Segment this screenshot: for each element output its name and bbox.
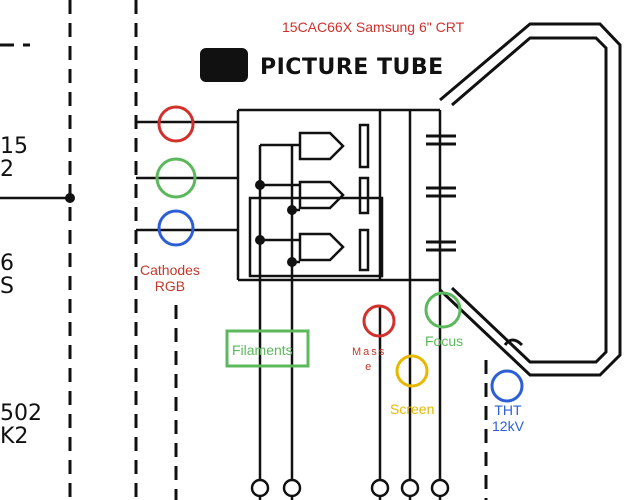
cathode-guns bbox=[298, 123, 370, 272]
cathodes-label: Cathodes RGB bbox=[140, 262, 200, 294]
tht-label-line-2: 12kV bbox=[492, 418, 524, 435]
left-edge-mid-line-2: S bbox=[0, 274, 14, 300]
picture-tube-title: PICTURE TUBE bbox=[260, 55, 444, 80]
focus-marker bbox=[424, 291, 462, 329]
tht-label-line-1: THT bbox=[494, 402, 522, 418]
green-cathode-marker bbox=[155, 157, 197, 199]
redacted-label bbox=[200, 48, 248, 82]
capacitors bbox=[426, 134, 456, 252]
cathodes-label-line-1: Cathodes bbox=[140, 262, 200, 278]
masse-marker bbox=[362, 304, 396, 338]
filaments-label: Filaments bbox=[232, 342, 293, 358]
crt-model-note: 15CAC66X Samsung 6" CRT bbox=[282, 19, 465, 35]
focus-label: Focus bbox=[425, 333, 464, 349]
left-edge-bottom-line-2: K2 bbox=[0, 424, 29, 450]
left-edge-top-line-2: 2 bbox=[0, 157, 14, 183]
left-edge-bottom-line-1: 502 bbox=[0, 401, 42, 426]
masse-label-line-1: Mass bbox=[352, 346, 387, 358]
left-edge-mid-line-1: 6 bbox=[0, 251, 14, 276]
filaments-box bbox=[225, 329, 310, 368]
tht-marker bbox=[490, 369, 524, 403]
tht-label: THT 12kV bbox=[492, 402, 524, 434]
left-edge-bottom-label: 502 K2 bbox=[0, 402, 42, 448]
crt-envelope bbox=[438, 22, 622, 377]
left-edge-mid-label: 6 S bbox=[0, 252, 14, 298]
left-edge-top-line-1: 15 bbox=[0, 134, 28, 159]
masse-label: Mass e bbox=[352, 345, 386, 375]
red-cathode-marker bbox=[157, 105, 195, 143]
left-edge-top-label: 15 2 bbox=[0, 135, 28, 181]
blue-cathode-marker bbox=[157, 209, 195, 247]
screen-marker bbox=[395, 354, 429, 388]
masse-label-line-2: e bbox=[365, 360, 374, 373]
annotation-circles bbox=[155, 105, 524, 403]
screen-label: Screen bbox=[390, 401, 435, 417]
wiring bbox=[0, 108, 442, 500]
bottom-terminals bbox=[250, 478, 450, 498]
cathodes-label-line-2: RGB bbox=[154, 278, 186, 295]
junction-dots bbox=[65, 180, 297, 267]
